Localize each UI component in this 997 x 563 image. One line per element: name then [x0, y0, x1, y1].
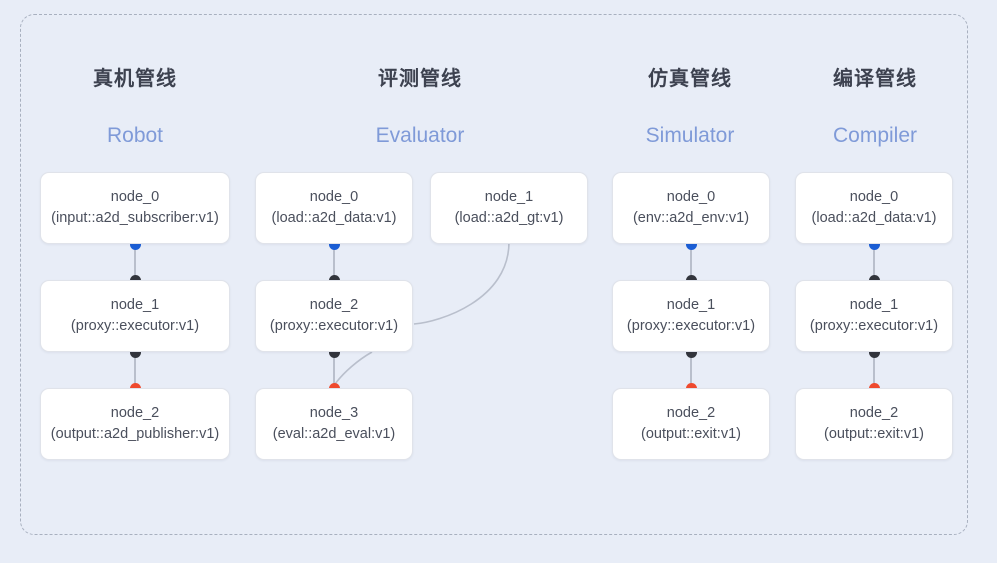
column-title-en-robot: Robot — [106, 124, 164, 147]
connector-line-compiler-0 — [873, 244, 875, 280]
port-dot-black-simulator-1-top[interactable] — [685, 346, 697, 358]
node-box-compiler-node_2[interactable]: node_2(output::exit:v1) — [795, 388, 953, 460]
connector-line-simulator-0 — [690, 244, 692, 280]
node-name-label: node_1 — [849, 296, 899, 313]
connector-line-compiler-1 — [873, 352, 875, 388]
dashed-container-frame — [20, 14, 968, 535]
node-spec-label: (input::a2d_subscriber:v1) — [51, 210, 219, 226]
node-name-label: node_1 — [484, 188, 534, 205]
connector-line-robot-0 — [134, 244, 136, 280]
node-name-label: node_2 — [666, 404, 716, 421]
column-title-cn-simulator: 仿真管线 — [648, 68, 732, 90]
node-name-label: node_2 — [849, 404, 899, 421]
node-spec-label: (load::a2d_data:v1) — [271, 210, 397, 226]
column-title-en-simulator: Simulator — [645, 124, 735, 147]
node-name-label: node_0 — [666, 188, 716, 205]
connector-line-evaluator-1 — [333, 352, 335, 388]
connector-line-simulator-1 — [690, 352, 692, 388]
port-dot-blue-evaluator-0-top[interactable] — [328, 238, 340, 250]
pipeline-column-simulator: 仿真管线 Simulator — [600, 0, 780, 563]
pipeline-column-evaluator: 评测管线 Evaluator — [250, 0, 590, 563]
port-dot-black-evaluator-1-top[interactable] — [328, 346, 340, 358]
node-spec-label: (output::exit:v1) — [824, 426, 924, 442]
column-title-cn-evaluator: 评测管线 — [378, 68, 462, 90]
column-title-en-evaluator: Evaluator — [375, 124, 465, 147]
connector-line-evaluator-0 — [333, 244, 335, 280]
node-spec-label: (proxy::executor:v1) — [809, 318, 939, 334]
node-box-simulator-node_1[interactable]: node_1(proxy::executor:v1) — [612, 280, 770, 352]
node-spec-label: (output::a2d_publisher:v1) — [50, 426, 220, 442]
node-spec-label: (proxy::executor:v1) — [626, 318, 756, 334]
column-title-cn-compiler: 编译管线 — [833, 68, 917, 90]
node-name-label: node_2 — [110, 404, 160, 421]
node-name-label: node_0 — [110, 188, 160, 205]
node-box-compiler-node_1[interactable]: node_1(proxy::executor:v1) — [795, 280, 953, 352]
node-box-simulator-node_2[interactable]: node_2(output::exit:v1) — [612, 388, 770, 460]
pipeline-column-robot: 真机管线 Robot — [20, 0, 250, 563]
node-name-label: node_0 — [849, 188, 899, 205]
connector-line-robot-1 — [134, 352, 136, 388]
node-box-compiler-node_0[interactable]: node_0(load::a2d_data:v1) — [795, 172, 953, 244]
node-spec-label: (output::exit:v1) — [641, 426, 741, 442]
node-box-evaluator-node_2[interactable]: node_2(proxy::executor:v1) — [255, 280, 413, 352]
node-spec-label: (env::a2d_env:v1) — [632, 210, 750, 226]
node-spec-label: (proxy::executor:v1) — [269, 318, 399, 334]
column-title-cn-robot: 真机管线 — [93, 68, 177, 90]
node-spec-label: (proxy::executor:v1) — [70, 318, 200, 334]
node-spec-label: (load::a2d_gt:v1) — [454, 210, 564, 226]
port-dot-blue-robot-0-top[interactable] — [129, 238, 141, 250]
node-box-evaluator-node_1[interactable]: node_1(load::a2d_gt:v1) — [430, 172, 588, 244]
node-box-evaluator-node_0[interactable]: node_0(load::a2d_data:v1) — [255, 172, 413, 244]
port-dot-blue-compiler-0-top[interactable] — [868, 238, 880, 250]
port-dot-blue-simulator-0-top[interactable] — [685, 238, 697, 250]
node-box-robot-node_0[interactable]: node_0(input::a2d_subscriber:v1) — [40, 172, 230, 244]
node-name-label: node_1 — [666, 296, 716, 313]
node-name-label: node_2 — [309, 296, 359, 313]
node-spec-label: (load::a2d_data:v1) — [811, 210, 937, 226]
node-box-robot-node_2[interactable]: node_2(output::a2d_publisher:v1) — [40, 388, 230, 460]
pipeline-column-compiler: 编译管线 Compiler — [785, 0, 965, 563]
node-box-evaluator-node_3[interactable]: node_3(eval::a2d_eval:v1) — [255, 388, 413, 460]
node-name-label: node_0 — [309, 188, 359, 205]
port-dot-black-compiler-1-top[interactable] — [868, 346, 880, 358]
port-dot-black-robot-1-top[interactable] — [129, 346, 141, 358]
node-spec-label: (eval::a2d_eval:v1) — [272, 426, 396, 442]
node-box-robot-node_1[interactable]: node_1(proxy::executor:v1) — [40, 280, 230, 352]
node-box-simulator-node_0[interactable]: node_0(env::a2d_env:v1) — [612, 172, 770, 244]
column-title-en-compiler: Compiler — [832, 124, 918, 147]
node-name-label: node_3 — [309, 404, 359, 421]
node-name-label: node_1 — [110, 296, 160, 313]
